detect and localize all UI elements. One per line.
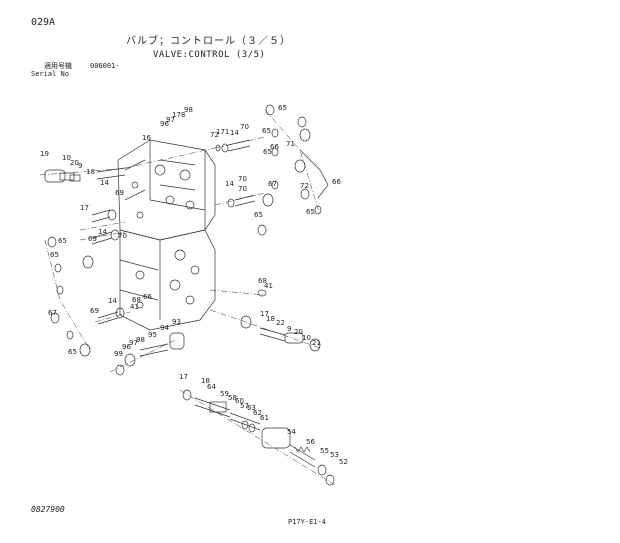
part-callout: 57 [240,402,249,410]
page-code: 029A [31,17,56,28]
part-callout: 65 [306,208,315,216]
part-callout: 20 [294,328,303,336]
part-callout: 94 [160,324,169,332]
spool-assembly-bottom [182,389,335,486]
part-callout: 65 [68,348,77,356]
part-callout: 67 [48,309,57,317]
spool-assembly-lower-left [115,332,185,376]
part-callout: 21 [312,339,321,347]
part-callout: 65 [262,127,271,135]
part-callout: 72 [300,182,309,190]
page-reference: P17Y-E1-4 [288,518,326,526]
part-callout: 14 [100,179,109,187]
part-callout: 62 [253,409,262,417]
part-callout: 97 [166,116,175,124]
part-callout: 70 [118,232,127,240]
title-japanese: バルブ；コントロール（３／５） [126,36,291,47]
part-callout: 70 [240,123,249,131]
spool-assembly-middle-right [240,315,321,352]
seal-rings-right [257,104,329,236]
part-callout: 65 [263,148,272,156]
seal-rings-left [47,236,94,357]
part-callout: 14 [108,297,117,305]
part-callout: 98 [136,336,145,344]
valve-body-upper [117,139,216,241]
part-callout: 9 [78,162,82,170]
part-callout: 52 [339,458,348,466]
part-callout: 70 [238,185,247,193]
part-callout: 67 [268,180,277,188]
serial-range: 006001- [90,62,120,70]
part-callout: 93 [172,318,181,326]
part-callout: 65 [50,251,59,259]
part-callout: 19 [40,150,49,158]
axis-lines [39,109,336,486]
part-callout: 53 [330,451,339,459]
part-callout: 171 [216,128,229,136]
part-callout: 22 [276,319,285,327]
title-english: VALVE:CONTROL (3/5) [153,50,266,60]
part-callout: 97 [129,339,138,347]
part-callout: 71 [286,140,295,148]
part-callout: 41 [264,282,273,290]
drawing-number: 0827900 [31,505,65,514]
part-callout: 65 [278,104,287,112]
part-callout: 59 [220,390,229,398]
part-callout: 96 [160,120,169,128]
serial-label-japanese: 適用号機 [44,62,72,70]
part-callout: 61 [260,414,269,422]
part-callout: 69 [115,189,124,197]
part-callout: 98 [184,106,193,114]
part-callout: 65 [254,211,263,219]
part-callout: 68 [258,277,267,285]
part-callout: 14 [225,180,234,188]
part-callout: 18 [266,315,275,323]
part-callout: 55 [320,447,329,455]
part-callout: 63 [247,404,256,412]
part-callout: 68 [132,296,141,304]
part-callout: 95 [148,331,157,339]
part-callout: 14 [98,228,107,236]
part-callout: 17 [179,373,188,381]
part-callout: 65 [58,237,67,245]
part-callout: 41 [130,303,139,311]
part-callout: 69 [90,307,99,315]
part-callout: 14 [230,129,239,137]
part-callout: 72 [210,131,219,139]
part-callout: 18 [201,377,210,385]
part-callout: 58 [228,394,237,402]
part-callout: 99 [114,350,123,358]
part-callout: 10 [302,334,311,342]
part-callout: 66 [143,293,152,301]
part-callout: 17 [260,310,269,318]
part-callout: 64 [207,383,216,391]
serial-label-english: Serial No [31,70,69,78]
part-callout: 178 [172,111,185,119]
part-callout: 20 [70,159,79,167]
part-callout: 16 [142,134,151,142]
part-callout: 9 [287,325,291,333]
part-callout: 66 [270,143,279,151]
part-callout: 60 [235,397,244,405]
part-callout: 70 [238,175,247,183]
valve-body-lower [119,229,216,331]
part-callout: 54 [287,428,296,436]
part-callout: 96 [122,343,131,351]
part-callout: 69 [88,235,97,243]
part-callout: 17 [80,204,89,212]
spool-assembly-right [215,139,267,297]
part-callout: 56 [306,438,315,446]
part-callout: 18 [86,168,95,176]
part-callout: 10 [62,154,71,162]
part-callout: 66 [332,178,341,186]
